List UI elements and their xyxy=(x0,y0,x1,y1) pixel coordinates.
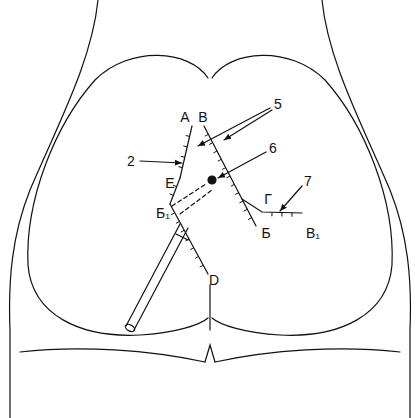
point-letter: Б₁ xyxy=(156,206,170,220)
thigh-line xyxy=(20,349,205,362)
gluteal-cleft xyxy=(209,285,210,330)
suture-tick xyxy=(195,257,199,259)
point-letter: Б xyxy=(261,226,270,240)
point-letter: В xyxy=(198,110,207,124)
suture-tick xyxy=(170,194,174,195)
suture-tick xyxy=(281,213,282,217)
point-letter: В₁ xyxy=(306,226,320,240)
right-buttock xyxy=(212,55,392,335)
suture-tick xyxy=(181,230,185,232)
suture-tick xyxy=(239,201,243,203)
drain-tube xyxy=(134,228,188,330)
fistula-opening xyxy=(208,176,216,184)
leader-line xyxy=(280,186,302,211)
suture-tick xyxy=(244,209,248,211)
incision-line xyxy=(204,126,256,226)
leader-line xyxy=(140,161,182,163)
point-letter: Г xyxy=(264,192,272,206)
suture-tick xyxy=(185,239,189,241)
suture-marks xyxy=(170,134,292,267)
tunnel-line xyxy=(180,190,212,214)
suture-tick xyxy=(176,222,180,224)
suture-tick xyxy=(209,143,213,145)
leader-line xyxy=(218,152,266,178)
suture-tick xyxy=(200,265,204,267)
left-buttock xyxy=(28,55,208,335)
suture-tick xyxy=(181,156,185,158)
suture-tick xyxy=(179,166,183,168)
suture-tick xyxy=(218,159,222,161)
incision-line xyxy=(170,204,208,274)
body-outline xyxy=(322,0,410,418)
leader-line xyxy=(224,110,272,140)
suture-tick xyxy=(271,212,272,216)
point-letter: D xyxy=(209,273,219,287)
callout-number: 2 xyxy=(127,154,135,168)
drain-collar xyxy=(176,234,188,240)
tunnel-line xyxy=(172,184,206,206)
suture-tick xyxy=(183,145,187,147)
suture-tick xyxy=(190,248,194,250)
suture-tick xyxy=(291,213,292,217)
drain-end xyxy=(124,323,136,333)
suture-tick xyxy=(235,193,239,195)
thigh-line xyxy=(205,345,215,362)
suture-tick xyxy=(205,134,209,136)
suture-tick xyxy=(231,184,235,186)
suture-tick xyxy=(213,151,217,153)
incision-line xyxy=(180,126,192,178)
body-outline xyxy=(10,0,98,418)
callout-number: 5 xyxy=(274,97,282,111)
leader-line xyxy=(198,108,270,146)
flap-line xyxy=(242,199,302,213)
point-letter: А xyxy=(180,110,189,124)
point-letter: Е xyxy=(165,176,174,190)
suture-tick xyxy=(186,135,190,137)
suture-tick xyxy=(248,218,252,220)
callout-number: 6 xyxy=(269,141,277,155)
suture-tick xyxy=(222,168,226,170)
suture-tick xyxy=(226,176,230,178)
suture-tick xyxy=(171,213,175,215)
thigh-line xyxy=(215,349,400,362)
callout-number: 7 xyxy=(304,174,312,188)
drain-tube xyxy=(126,224,180,326)
